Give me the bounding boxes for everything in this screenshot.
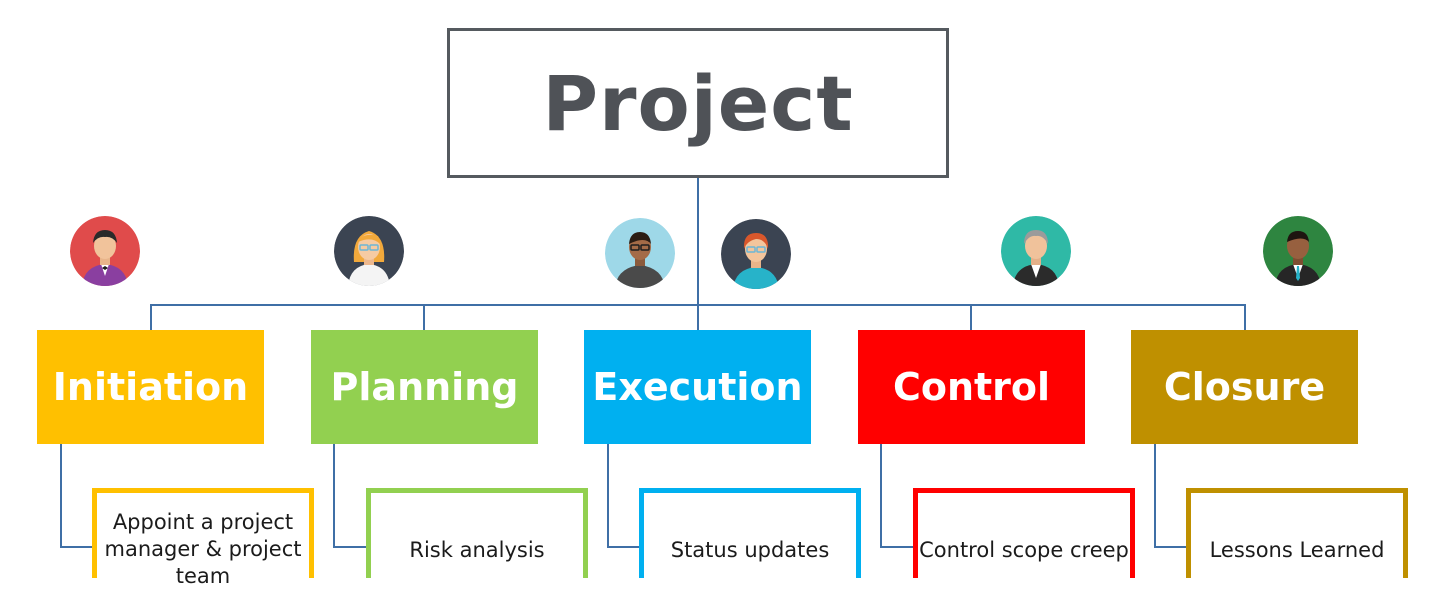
task-control: Control scope creep: [913, 488, 1135, 578]
phase-label: Execution: [592, 365, 803, 409]
phase-label: Closure: [1163, 365, 1326, 409]
task-connector-closure: [1154, 443, 1156, 548]
task-connector-control: [880, 443, 882, 548]
root-title: Project: [542, 58, 854, 148]
phase-execution: Execution: [584, 330, 811, 444]
phase-bus-line: [150, 304, 1246, 306]
phase-planning: Planning: [311, 330, 538, 444]
phase-connector-initiation: [150, 304, 152, 330]
root-connector: [697, 175, 699, 330]
phase-control: Control: [858, 330, 1085, 444]
phase-connector-closure: [1244, 304, 1246, 330]
task-initiation: Appoint a project manager & project team: [92, 488, 314, 588]
task-planning: Risk analysis: [366, 488, 588, 578]
task-closure: Lessons Learned: [1186, 488, 1408, 578]
task-text: Control scope creep: [919, 538, 1129, 562]
phase-initiation: Initiation: [37, 330, 264, 444]
man-dark-sweater-avatar-icon: [605, 218, 675, 288]
task-connector-control-h: [880, 546, 914, 548]
task-connector-execution: [607, 443, 609, 548]
phase-connector-planning: [423, 304, 425, 330]
task-text: Status updates: [670, 538, 830, 562]
task-text: Lessons Learned: [1209, 538, 1385, 562]
phase-label: Planning: [330, 365, 519, 409]
task-text: Appoint a project manager & project team: [104, 510, 302, 588]
task-connector-planning-h: [333, 546, 367, 548]
grey-haired-man-suit-avatar-icon: [1001, 216, 1071, 286]
task-connector-closure-h: [1154, 546, 1188, 548]
task-execution: Status updates: [639, 488, 861, 578]
woman-teal-shirt-avatar-icon: [721, 219, 791, 289]
phase-label: Initiation: [52, 365, 249, 409]
task-text: Risk analysis: [409, 538, 545, 562]
root-node: Project: [447, 28, 949, 178]
man-purple-suit-avatar-icon: [70, 216, 140, 286]
man-teal-tie-avatar-icon: [1263, 216, 1333, 286]
woman-glasses-avatar-icon: [334, 216, 404, 286]
phase-closure: Closure: [1131, 330, 1358, 444]
task-connector-initiation-h: [60, 546, 94, 548]
phase-label: Control: [892, 365, 1051, 409]
task-connector-execution-h: [607, 546, 641, 548]
task-connector-initiation: [60, 443, 62, 548]
phase-connector-control: [970, 304, 972, 330]
task-connector-planning: [333, 443, 335, 548]
